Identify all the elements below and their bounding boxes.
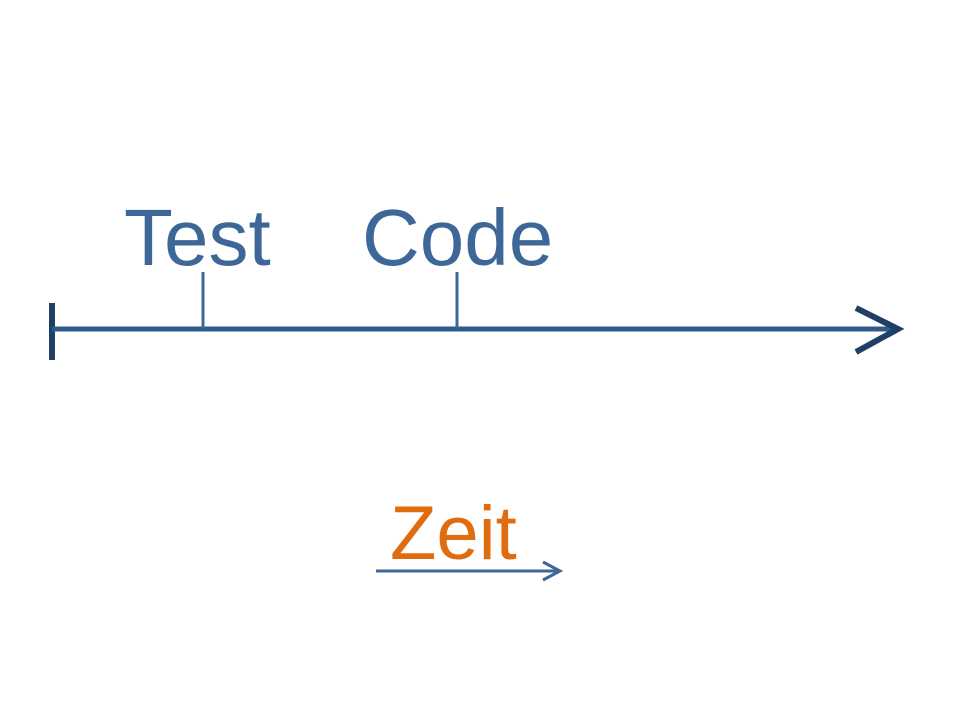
caption-arrow-head — [542, 560, 564, 582]
event-label-test: Test — [124, 193, 271, 282]
timeline-arrow-head — [854, 305, 905, 355]
event-label-code: Code — [362, 193, 554, 282]
caption-label-zeit: Zeit — [390, 491, 517, 576]
